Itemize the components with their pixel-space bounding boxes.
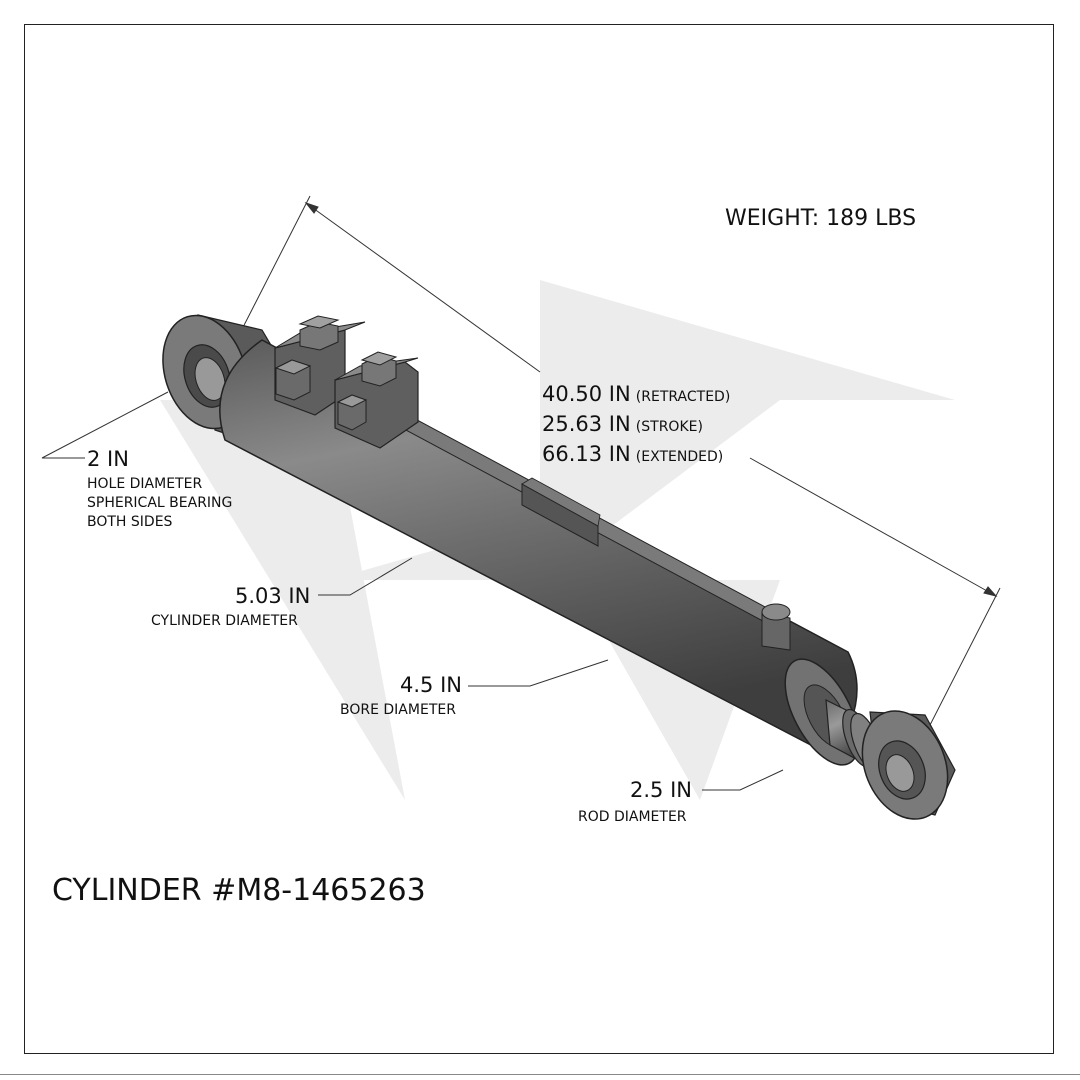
dimension-stroke: 25.63 IN (STROKE) <box>542 414 703 435</box>
right-rod-eye <box>861 710 956 820</box>
weight-label: WEIGHT: 189 LBS <box>725 206 917 231</box>
port-block-front <box>334 351 419 449</box>
cylinder-diameter-value: 5.03 IN <box>235 584 311 608</box>
bore-diameter-value: 4.5 IN <box>400 673 462 697</box>
bottom-rule <box>0 1074 1080 1075</box>
port-block-rear <box>274 315 366 416</box>
dimension-retracted-note: (RETRACTED) <box>635 389 731 405</box>
cylinder-title: CYLINDER #M8-1465263 <box>52 873 426 908</box>
dimension-extended-note: (EXTENDED) <box>635 449 724 465</box>
dimension-retracted: 40.50 IN (RETRACTED) <box>542 384 730 405</box>
dimension-stroke-note: (STROKE) <box>635 419 703 435</box>
dimension-stroke-value: 25.63 IN <box>542 412 631 436</box>
hole-note-line-2: SPHERICAL BEARING <box>87 495 233 511</box>
dimension-extended: 66.13 IN (EXTENDED) <box>542 444 723 465</box>
nameplate <box>521 477 601 547</box>
rod-diameter-value: 2.5 IN <box>630 778 692 802</box>
hole-diameter-value: 2 IN <box>87 447 129 471</box>
cylinder-diameter-label: CYLINDER DIAMETER <box>151 613 298 629</box>
rod-diameter-label: ROD DIAMETER <box>578 809 687 825</box>
hole-note-line-3: BOTH SIDES <box>87 514 173 530</box>
drawing-sheet-border <box>24 24 1054 1054</box>
dimension-extended-value: 66.13 IN <box>542 442 631 466</box>
hole-note-line-1: HOLE DIAMETER <box>87 476 203 492</box>
bore-diameter-label: BORE DIAMETER <box>340 702 456 718</box>
leader-lines <box>41 391 784 791</box>
dimension-retracted-value: 40.50 IN <box>542 382 631 406</box>
